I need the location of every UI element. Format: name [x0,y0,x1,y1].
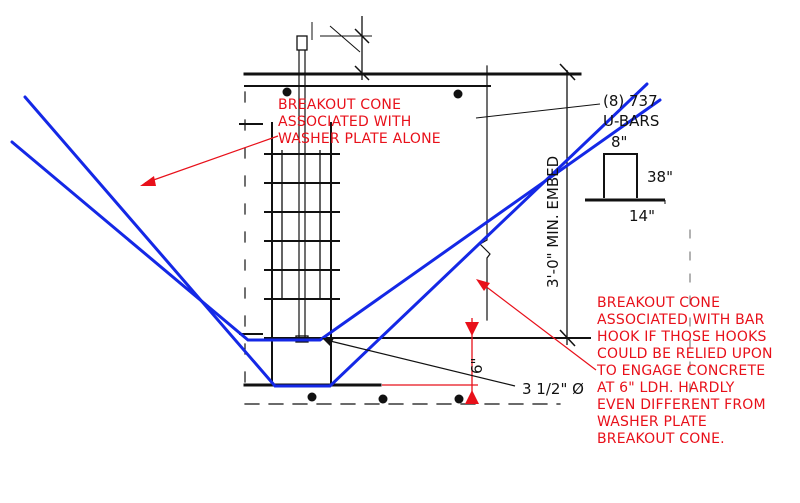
washer-note-arrow [140,176,156,186]
washer-cone-inner [10,98,662,342]
embed-dimension [311,16,576,347]
ubar-height-label: 38" [647,168,673,186]
washer-cone-note: BREAKOUT CONE ASSOCIATED WITH WASHER PLA… [278,97,441,147]
rebar-dots [282,87,464,404]
washer-cone-outer [23,82,649,388]
ubar-detail [475,103,666,204]
washer-note-leader [144,135,279,184]
note-line: WASHER PLATE ALONE [278,131,441,147]
diameter-leader [325,339,516,387]
note-line: COULD BE RELIED UPON [597,346,773,362]
six-arrow-up [465,390,479,404]
ubar-width-label: 8" [611,133,627,151]
rebar-dot [453,89,463,99]
note-line: TO ENGAGE CONCRETE [596,363,765,379]
note-line: ASSOCIATED WITH BAR [597,312,765,328]
note-line: HOOK IF THOSE HOOKS [597,329,767,345]
rebar-dot [307,392,317,402]
note-line: BREAKOUT CONE [597,295,720,311]
rebar-dot [454,394,464,404]
ubar-shape [603,153,638,198]
embed-tick-top [559,63,576,81]
ubar-length-label: 14" [629,207,655,225]
note-line: AT 6" LDH. HARDLY [597,380,735,396]
top-dim-tick2 [354,65,370,81]
cage-stirrups [264,153,340,300]
note-line: ASSOCIATED WITH [278,114,411,130]
top-leader [329,25,361,53]
ubars-type-label: U-BARS [603,112,659,130]
note-line: WASHER PLATE [597,414,707,430]
six-inch-label: 6" [468,358,486,374]
ubar-leader [475,103,601,119]
embed-label: 3'-0" MIN. EMBED [544,156,562,288]
anchor-nut [296,35,308,51]
note-leaders [140,135,597,387]
rebar-dot [378,394,388,404]
six-inch-dimension [382,318,479,404]
right-face-break [479,65,491,321]
note-line: BREAKOUT CONE [278,97,401,113]
hook-cone-note: BREAKOUT CONE ASSOCIATED WITH BAR HOOK I… [596,295,777,447]
note-line: EVEN DIFFERENT FROM [597,397,766,413]
embed-tick-bottom [559,329,576,347]
ubars-count-label: (8) 737 [603,92,658,110]
top-dim-tick [354,28,370,44]
six-arrow-down [465,322,479,336]
breakout-cones [10,82,662,388]
hook-note-leader [479,281,597,371]
hook-note-arrow [476,279,490,291]
diameter-arrow [322,338,334,346]
note-line: BREAKOUT CONE. [597,431,725,447]
rebar-dot [282,87,292,97]
diameter-label: 3 1/2" Ø [522,380,584,398]
